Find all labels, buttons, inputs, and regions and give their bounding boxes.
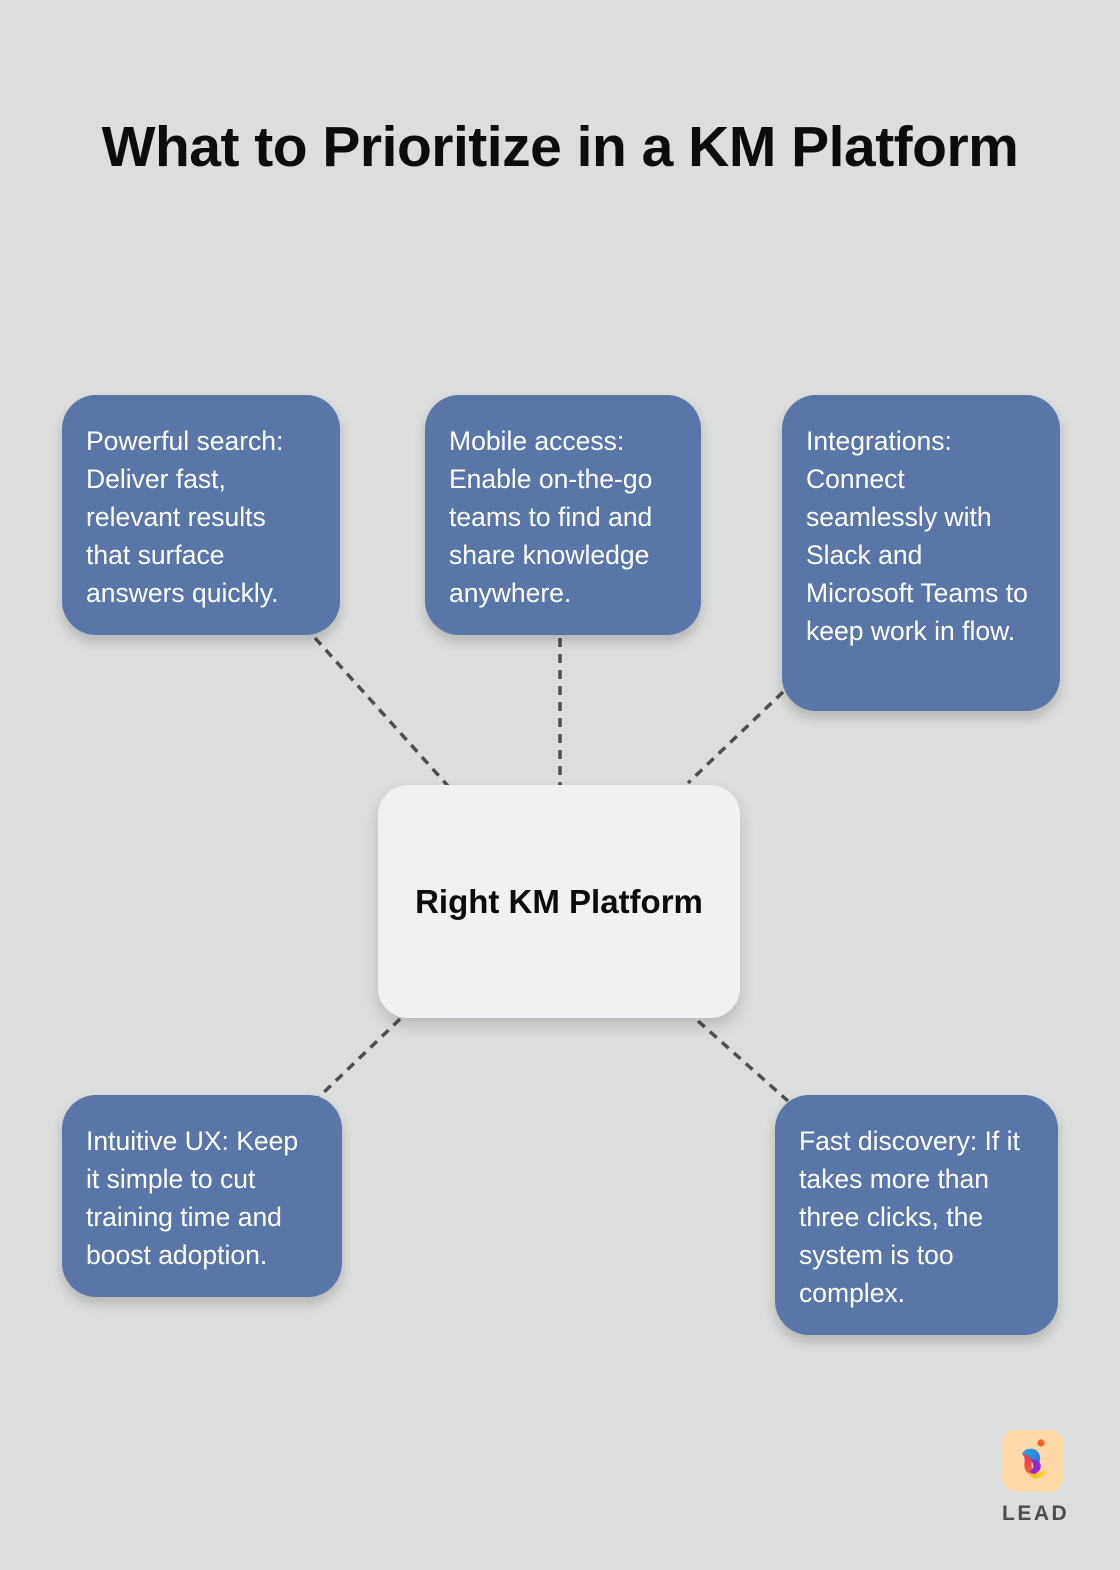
node-mobile-access: Mobile access: Enable on-the-go teams to…	[425, 395, 701, 635]
connector-integrations	[686, 690, 785, 785]
node-fast-discovery: Fast discovery: If it takes more than th…	[775, 1095, 1058, 1335]
connector-intuitive-ux	[316, 1017, 402, 1100]
lead-logo-icon	[1002, 1430, 1064, 1492]
lead-logo: LEAD	[1002, 1430, 1070, 1526]
center-node-label: Right KM Platform	[415, 882, 703, 920]
node-intuitive-ux: Intuitive UX: Keep it simple to cut trai…	[62, 1095, 342, 1297]
lead-logo-wordmark: LEAD	[1002, 1502, 1070, 1525]
connector-fast-discovery	[696, 1019, 790, 1103]
page-title: What to Prioritize in a KM Platform	[101, 115, 1019, 179]
node-powerful-search: Powerful search: Deliver fast, relevant …	[62, 395, 340, 635]
connector-powerful-search	[313, 636, 450, 788]
node-right-km-platform: Right KM Platform	[378, 785, 740, 1018]
node-integrations: Integrations: Connect seamlessly with Sl…	[782, 395, 1060, 711]
